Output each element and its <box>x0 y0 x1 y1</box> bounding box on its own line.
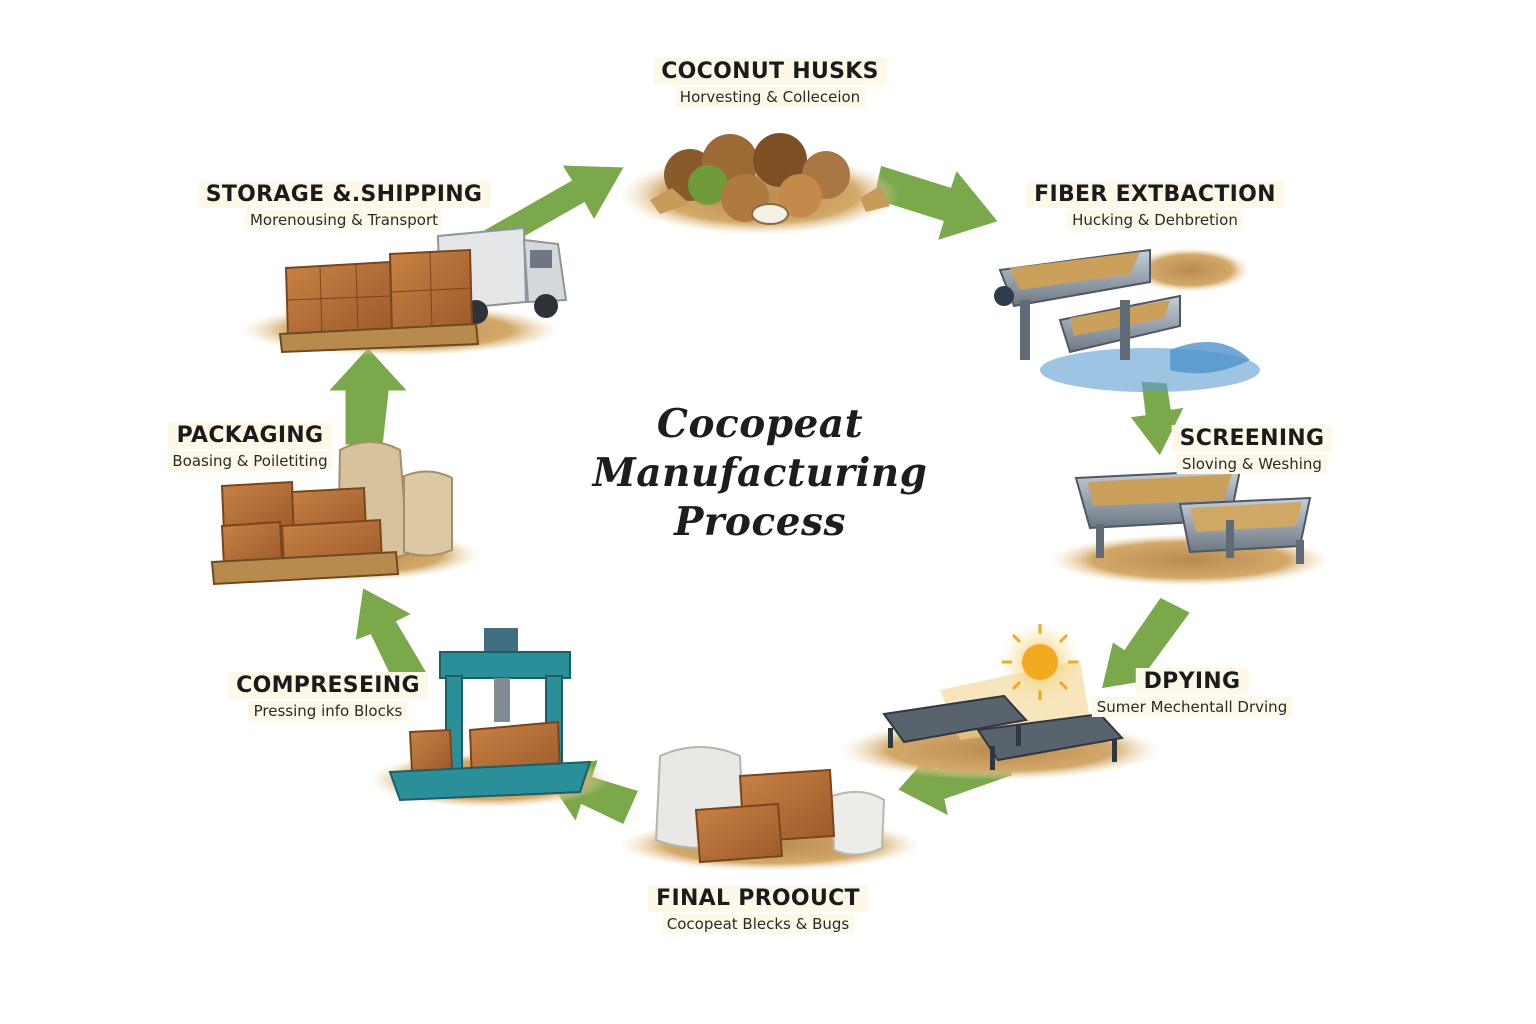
diagram-title: Cocopeat Manufacturing Process <box>560 400 960 547</box>
arrow-packaging-to-storage <box>322 343 414 448</box>
step-subtitle: Sumer Mechentall Drving <box>1091 697 1293 717</box>
step-label-compressing: COMPRESEING Pressing info Blocks <box>228 672 428 721</box>
hydraulic-press-icon <box>370 628 610 808</box>
step-name: FINAL PROOUCT <box>648 885 868 912</box>
step-name: FIBER EXTBACTION <box>1026 181 1284 208</box>
step-name: COMPRESEING <box>228 672 428 699</box>
title-line-3: Process <box>674 499 846 545</box>
truck-and-pallets-icon <box>240 226 568 356</box>
coconut-pile-icon <box>620 133 900 235</box>
step-label-coconut-husks: COCONUT HUSKS Horvesting & Colleceion <box>653 58 887 107</box>
step-name: PACKAGING <box>168 422 332 449</box>
arrow-screening-to-drying <box>1098 594 1195 692</box>
pallet-boxes-icon <box>210 441 480 586</box>
step-subtitle: Hucking & Dehbretion <box>1067 210 1243 230</box>
step-label-drying: DPYING Sumer Mechentall Drving <box>1091 668 1293 717</box>
step-label-screening: SCREENING Sloving & Weshing <box>1171 425 1333 474</box>
title-line-2: Manufacturing <box>592 450 928 496</box>
step-name: DPYING <box>1135 668 1249 695</box>
step-subtitle: Morenousing & Transport <box>244 210 443 230</box>
step-label-packaging: PACKAGING Boasing & Poiletiting <box>167 422 333 471</box>
screening-trough-icon <box>1050 468 1330 586</box>
step-subtitle: Boasing & Poiletiting <box>167 451 333 471</box>
step-subtitle: Cocopeat Blecks & Bugs <box>661 914 855 934</box>
step-name: SCREENING <box>1171 425 1333 452</box>
step-subtitle: Sloving & Weshing <box>1177 454 1327 474</box>
title-line-1: Cocopeat <box>656 401 864 447</box>
step-name: STORAGE &.SHIPPING <box>197 181 491 208</box>
blocks-and-bags-icon <box>620 746 920 871</box>
sun-drying-racks-icon <box>840 622 1160 780</box>
step-label-fiber-extraction: FIBER EXTBACTION Hucking & Dehbretion <box>1026 181 1284 230</box>
step-name: COCONUT HUSKS <box>653 58 887 85</box>
step-label-storage-shipping: STORAGE &.SHIPPING Morenousing & Transpo… <box>197 181 491 230</box>
step-label-final-product: FINAL PROOUCT Cocopeat Blecks & Bugs <box>648 885 868 934</box>
fiber-machine-icon <box>994 248 1260 392</box>
step-subtitle: Horvesting & Colleceion <box>674 87 866 107</box>
step-subtitle: Pressing info Blocks <box>248 701 408 721</box>
